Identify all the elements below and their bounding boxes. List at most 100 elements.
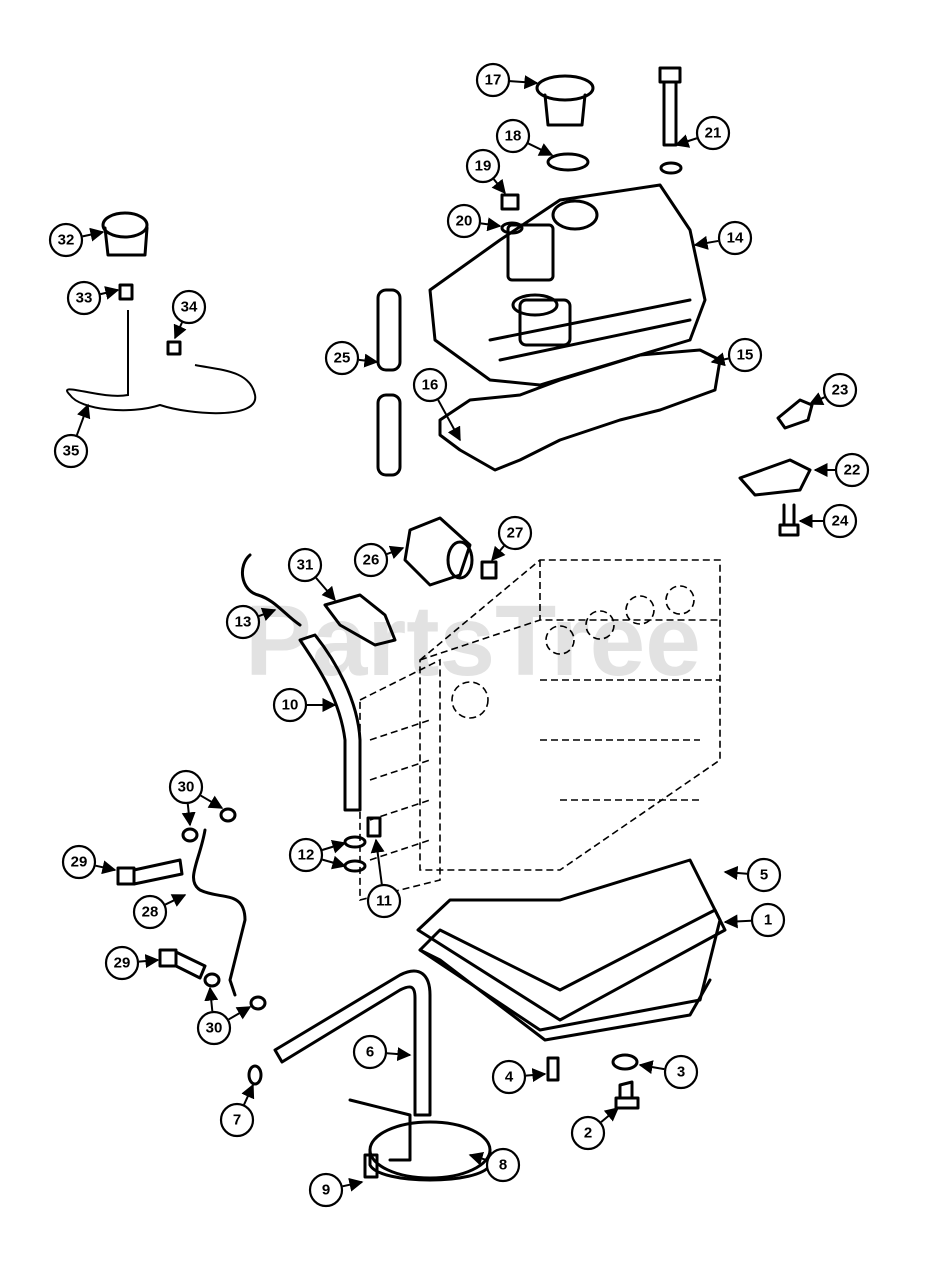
- callout-leader: [468, 1151, 488, 1166]
- oil-pan-gasket: [416, 858, 727, 1022]
- callout-number: 5: [760, 867, 768, 884]
- callout-number: 16: [422, 377, 439, 394]
- callout-leader: [723, 914, 752, 929]
- callout-circle: [353, 542, 389, 578]
- callout-circle: [485, 1147, 521, 1183]
- callout-7: 7: [219, 1083, 255, 1138]
- callout-leader: [370, 838, 385, 885]
- callout-number: 21: [705, 125, 722, 142]
- callout-leader: [437, 399, 461, 442]
- callout-14: 14: [693, 220, 753, 256]
- oil-strainer: [348, 1098, 492, 1182]
- callout-number: 34: [181, 299, 198, 316]
- callout-circle: [132, 894, 168, 930]
- callout-leader: [315, 577, 336, 602]
- strainer-bolt: [363, 1153, 379, 1179]
- callout-8: 8: [468, 1147, 521, 1183]
- callout-leader: [491, 545, 506, 562]
- callout-number: 31: [297, 557, 314, 574]
- callout-number: 29: [114, 955, 131, 972]
- callout-circle: [475, 62, 511, 98]
- callout-circle: [663, 1054, 699, 1090]
- callout-leader: [241, 1083, 255, 1105]
- callout-24: 24: [798, 503, 858, 539]
- callout-leader: [95, 860, 117, 875]
- callout-number: 26: [363, 552, 380, 569]
- callout-circle: [171, 289, 207, 325]
- callout-leader: [138, 954, 160, 969]
- callout-9: 9: [308, 1172, 364, 1208]
- callout-circle: [219, 1102, 255, 1138]
- banjo-bolt-lower: [158, 948, 207, 980]
- callout-number: 2: [584, 1125, 592, 1142]
- callout-number: 10: [282, 697, 299, 714]
- callout-leader: [525, 1068, 547, 1083]
- o-ring: [546, 152, 590, 172]
- callout-22: 22: [813, 452, 870, 488]
- callout-circle: [324, 340, 360, 376]
- callout-circle: [727, 337, 763, 373]
- callout-circle: [104, 945, 140, 981]
- callout-circle: [225, 604, 261, 640]
- dipstick: [241, 553, 302, 627]
- callout-number: 20: [456, 213, 473, 230]
- callout-leader: [509, 75, 539, 90]
- callout-leader: [204, 986, 219, 1012]
- oil-filler-cap: [535, 74, 595, 127]
- guide-washer-lower: [343, 859, 367, 873]
- breather-tube: [376, 288, 402, 477]
- callout-leader: [342, 1177, 364, 1192]
- callout-layer: 1234567891011121314151617181920212223242…: [48, 62, 870, 1208]
- callout-number: 18: [505, 128, 522, 145]
- callout-circle: [53, 433, 89, 469]
- clip: [776, 398, 814, 430]
- washer-30a: [181, 827, 199, 843]
- callout-20: 20: [446, 203, 502, 239]
- callout-leader: [173, 322, 187, 340]
- oil-filter: [403, 516, 474, 587]
- callout-leader: [164, 894, 187, 907]
- callout-circle: [48, 222, 84, 258]
- callout-leader: [100, 286, 120, 300]
- callout-number: 4: [505, 1069, 514, 1086]
- callout-leader: [386, 545, 405, 559]
- oil-pan: [418, 908, 722, 1042]
- callout-28: 28: [132, 894, 187, 930]
- callout-number: 28: [142, 904, 159, 921]
- callout-circle: [822, 503, 858, 539]
- callout-3: 3: [638, 1054, 699, 1090]
- washer-30d: [249, 995, 267, 1011]
- callout-number: 9: [322, 1182, 330, 1199]
- callout-leader: [321, 840, 347, 854]
- callout-6: 6: [352, 1034, 412, 1070]
- callout-leader: [808, 392, 826, 406]
- callout-circle: [66, 280, 102, 316]
- oil-pressure-switch: [323, 593, 397, 647]
- o-ring-pickup: [247, 1064, 263, 1086]
- callout-31: 31: [287, 547, 336, 602]
- tube-fitting: [166, 340, 182, 356]
- callout-circle: [61, 844, 97, 880]
- callout-number: 33: [76, 290, 93, 307]
- callout-leader: [723, 865, 748, 880]
- callout-5: 5: [723, 857, 782, 893]
- callout-21: 21: [674, 115, 731, 151]
- cover-bolt: [658, 66, 683, 175]
- callout-4: 4: [491, 1059, 547, 1095]
- callout-18: 18: [495, 118, 554, 156]
- callout-circle: [412, 367, 448, 403]
- callout-number: 24: [832, 513, 849, 530]
- callout-circle: [834, 452, 870, 488]
- gauge-tube: [66, 310, 257, 415]
- callout-number: 15: [737, 347, 754, 364]
- callout-circle: [287, 547, 323, 583]
- callout-leader: [228, 1006, 252, 1021]
- callout-leader: [480, 217, 502, 232]
- callout-leader: [491, 178, 506, 195]
- callout-number: 35: [63, 443, 80, 460]
- valve-cover-gasket: [438, 348, 722, 472]
- nut: [500, 193, 520, 211]
- callout-circle: [695, 115, 731, 151]
- callout-number: 11: [376, 893, 392, 910]
- callout-leader: [527, 142, 554, 156]
